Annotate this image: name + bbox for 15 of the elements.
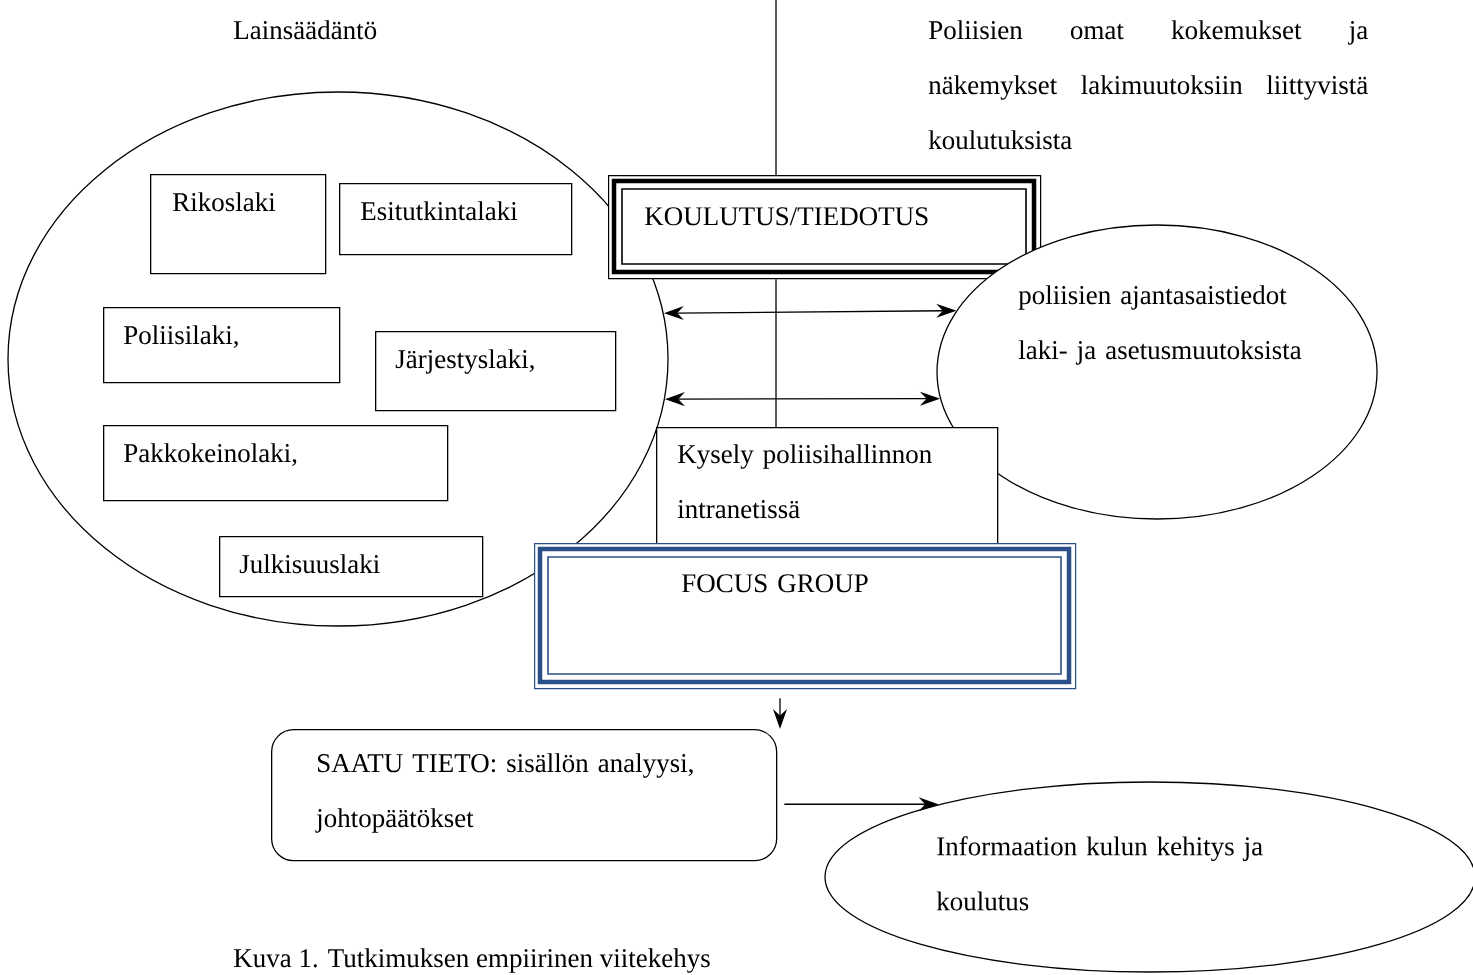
text-box: Järjestyslaki, (375, 331, 617, 412)
text-box: Kysely poliisihallinnon intranetissä (656, 427, 999, 547)
note-text: Poliisien omat kokemukset ja näkemykset lakimuutoksiin liittyvistä koulutuksista (928, 20, 1368, 150)
text-box: Esitutkintalaki (339, 183, 573, 256)
text-box: Rikoslaki (150, 174, 327, 275)
caption: Kuva 1. Tutkimuksen empiirinen viitekehys (234, 948, 710, 973)
connector-line (775, 0, 777, 176)
text-box: Poliisilaki, (103, 307, 341, 384)
rounded-box: SAATU TIETO: sisällön analyysi, johtopäätökset (271, 729, 778, 862)
text-box: Julkisuuslaki (219, 536, 484, 598)
framed-box: KOULUTUS/TIEDOTUS (608, 175, 1042, 280)
text-box: Pakkokeinolaki, (103, 425, 449, 502)
connector-line (775, 278, 777, 428)
node-label: Lainsäädäntö (233, 20, 377, 40)
framed-box: FOCUS GROUP (534, 543, 1077, 690)
